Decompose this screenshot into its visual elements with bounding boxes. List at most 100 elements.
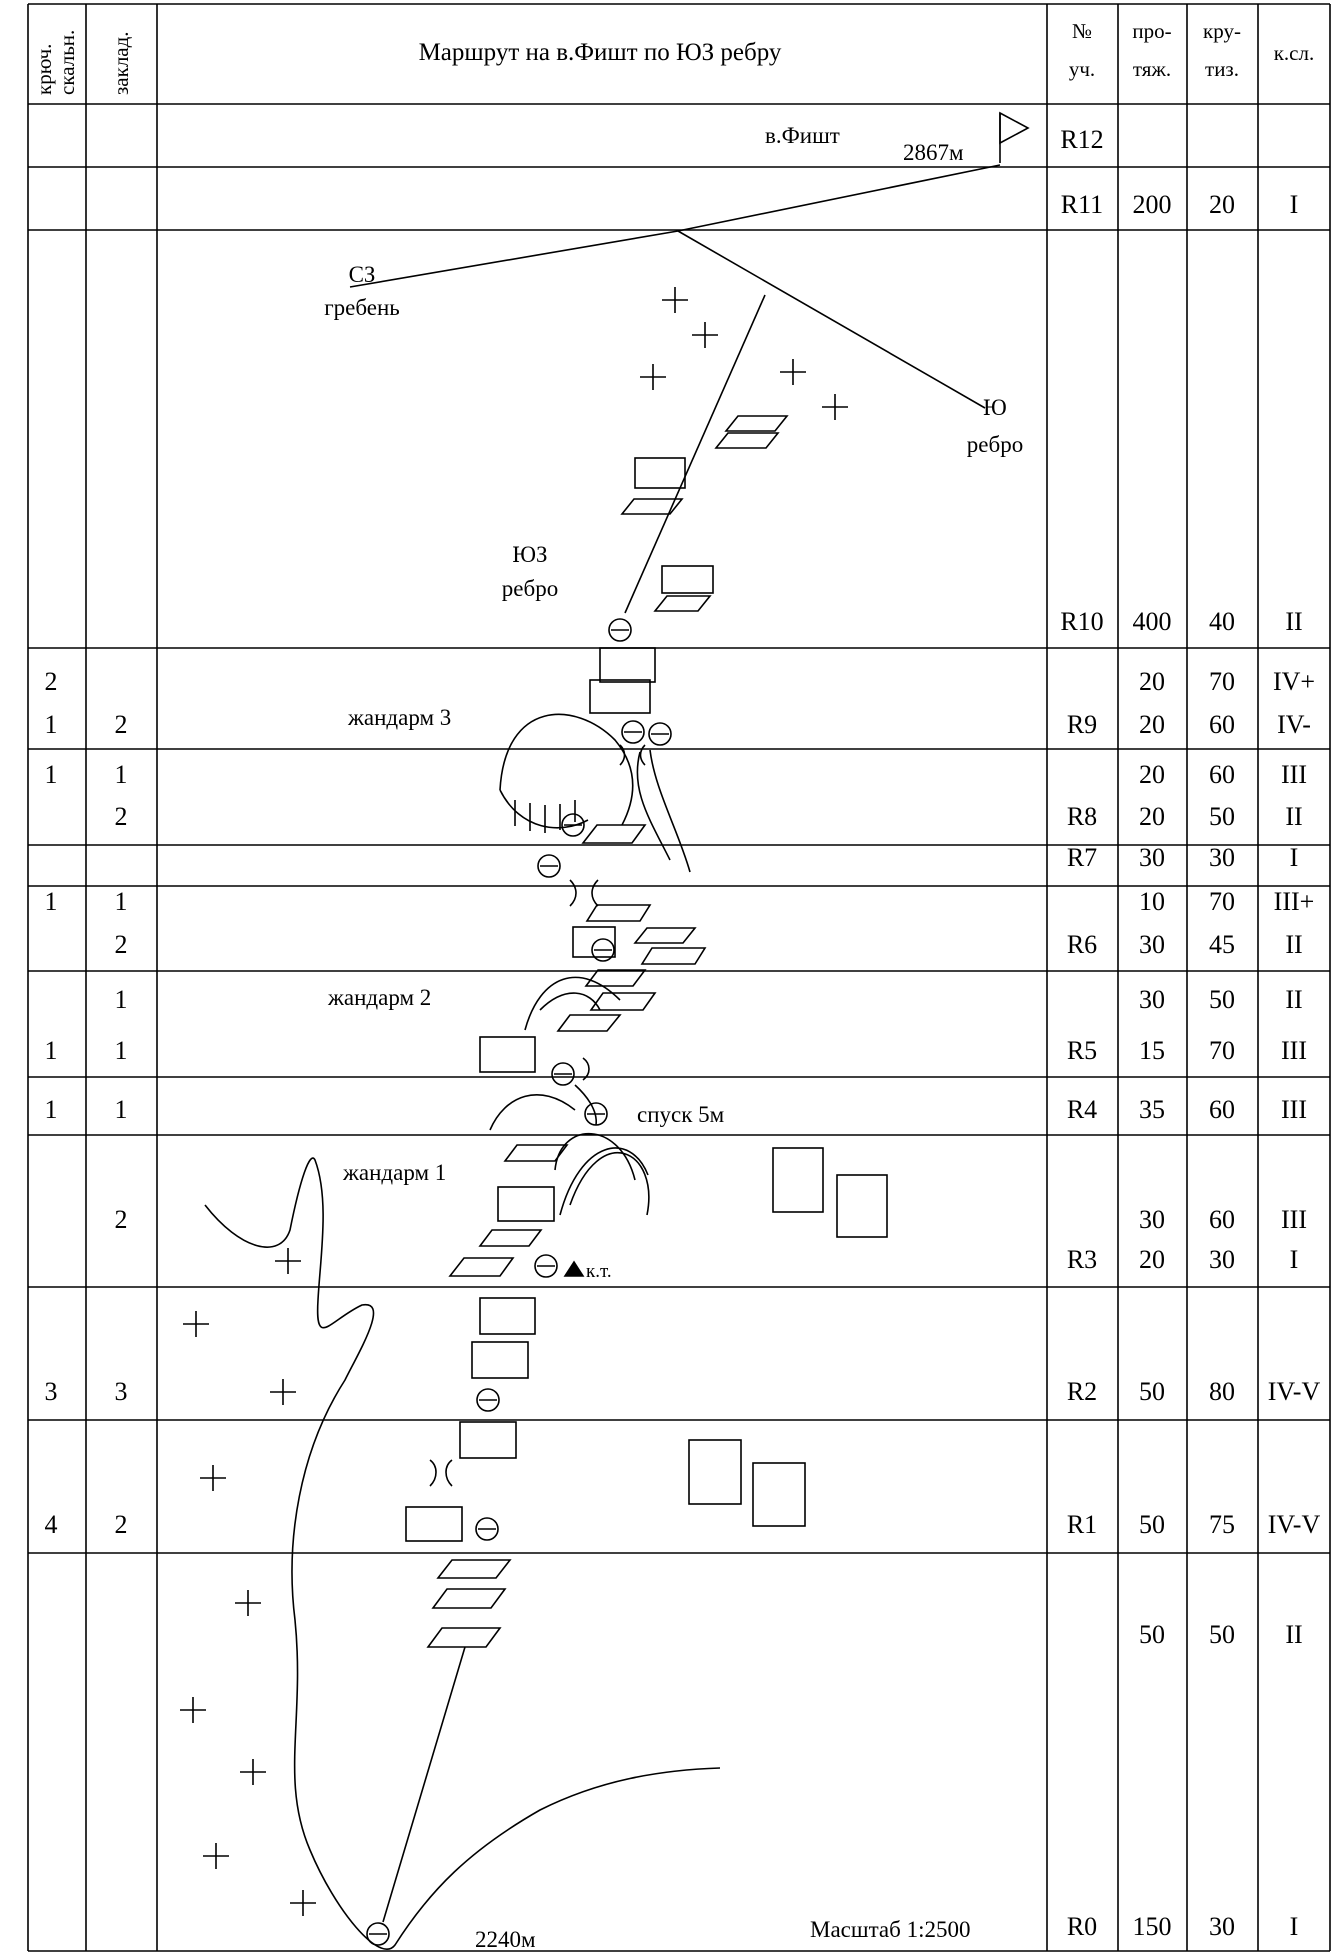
route-drawing [180, 111, 1030, 1950]
s-rib-label-1: Ю [983, 395, 1007, 420]
cell-slope: 60 [1209, 710, 1235, 739]
nw-ridge-label-2: гребень [324, 295, 400, 320]
rock-slab [431, 1588, 507, 1609]
gendarme-2-label: жандарм 2 [327, 985, 431, 1010]
rock-block [688, 1439, 742, 1505]
scale-label: Масштаб 1:2500 [810, 1917, 970, 1942]
cell-category: I [1290, 1245, 1299, 1274]
page-title: Маршрут на в.Фишт по ЮЗ ребру [419, 39, 782, 66]
sw-rib-label-2: ребро [502, 576, 558, 601]
cell-length: 50 [1139, 1510, 1165, 1539]
rock-block [589, 679, 651, 714]
table-header: крюч. скальн. заклад. Маршрут на в.Фишт … [32, 19, 1314, 95]
cell-slope: 30 [1209, 1245, 1235, 1274]
summit-altitude: 2867м [903, 140, 964, 165]
chimney-mark [429, 1459, 453, 1487]
cell-category: IV-V [1268, 1510, 1321, 1539]
rock-block [471, 1341, 529, 1379]
chimney-mark [582, 1057, 590, 1081]
cell-category: IV+ [1273, 667, 1315, 696]
gendarme-3-label: жандарм 3 [347, 705, 451, 730]
cell-length: 30 [1139, 1205, 1165, 1234]
cell-slope: 40 [1209, 607, 1235, 636]
s-rib-line [677, 230, 986, 409]
cell-pitons: 1 [45, 887, 58, 916]
header-category: к.сл. [1274, 41, 1315, 65]
cell-length: 50 [1139, 1620, 1165, 1649]
vegetation-marks [180, 1248, 316, 1916]
cell-category: II [1285, 607, 1302, 636]
cell-category: III+ [1274, 887, 1315, 916]
cell-length: 30 [1139, 843, 1165, 872]
cell-nuts: 1 [115, 985, 128, 1014]
cell-length: 15 [1139, 1036, 1165, 1065]
cell-nuts: 2 [115, 1205, 128, 1234]
cell-category: III [1281, 1036, 1307, 1065]
cell-category: II [1285, 802, 1302, 831]
header-section-line2: уч. [1069, 57, 1095, 81]
cell-category: I [1290, 843, 1299, 872]
cell-slope: 70 [1209, 887, 1235, 916]
cell-section: R9 [1067, 710, 1097, 739]
gendarme-3-hatching [514, 800, 576, 833]
cell-pitons: 2 [45, 667, 58, 696]
cell-slope: 60 [1209, 760, 1235, 789]
rock-block [479, 1036, 536, 1073]
rock-slab [633, 927, 697, 944]
cell-slope: 60 [1209, 1205, 1235, 1234]
cell-length: 150 [1133, 1912, 1172, 1941]
rock-slab [724, 415, 789, 432]
gendarme-1-label: жандарм 1 [342, 1160, 446, 1185]
cell-category: I [1290, 190, 1299, 219]
rock-block [772, 1147, 824, 1213]
cell-slope: 75 [1209, 1510, 1235, 1539]
cell-category: III [1281, 1095, 1307, 1124]
cell-nuts: 2 [115, 802, 128, 831]
rock-block [572, 926, 616, 958]
rock-block [599, 647, 656, 683]
cell-section: R3 [1067, 1245, 1097, 1274]
chimney-mark [619, 744, 646, 766]
cell-slope: 50 [1209, 802, 1235, 831]
rock-slab [585, 904, 652, 922]
cell-section: R1 [1067, 1510, 1097, 1539]
cell-slope: 60 [1209, 1095, 1235, 1124]
cell-nuts: 1 [115, 1036, 128, 1065]
cell-category: IV-V [1268, 1377, 1321, 1406]
summit-label: в.Фишт [765, 123, 840, 148]
cell-slope: 70 [1209, 667, 1235, 696]
cell-section: R0 [1067, 1912, 1097, 1941]
cell-section: R11 [1061, 190, 1103, 219]
terrain-outline [204, 1157, 721, 1950]
cell-slope: 80 [1209, 1377, 1235, 1406]
cell-slope: 30 [1209, 843, 1235, 872]
header-pitons-line1: крюч. [32, 44, 56, 95]
cell-slope: 50 [1209, 985, 1235, 1014]
cell-length: 20 [1139, 802, 1165, 831]
rock-block [479, 1297, 536, 1335]
cell-category: II [1285, 930, 1302, 959]
cell-category: I [1290, 1912, 1299, 1941]
base-altitude: 2240м [475, 1927, 536, 1952]
header-slope-line2: тиз. [1205, 57, 1239, 81]
rock-block [836, 1174, 888, 1238]
rock-slab [478, 1229, 543, 1247]
table-grid [27, 3, 1331, 1952]
cell-length: 30 [1139, 985, 1165, 1014]
rock-slab [589, 992, 657, 1011]
descent-line [574, 1084, 597, 1126]
nw-ridge-line [349, 230, 679, 288]
cell-length: 400 [1133, 607, 1172, 636]
cell-length: 50 [1139, 1377, 1165, 1406]
rock-slab [584, 969, 647, 987]
